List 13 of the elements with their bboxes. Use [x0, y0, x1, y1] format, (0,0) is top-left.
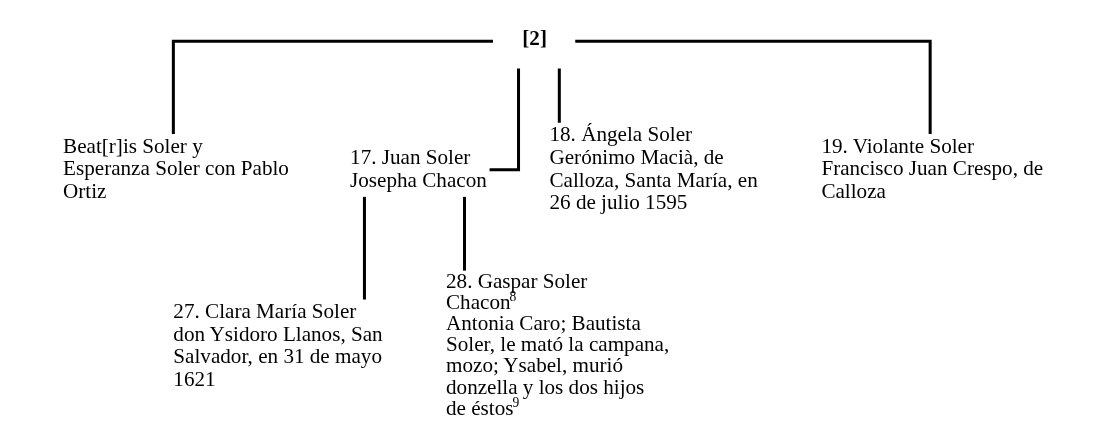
connector — [362, 196, 366, 300]
connector — [557, 68, 561, 123]
node-text: Beat[r]is Soler y Esperanza Soler con Pablo Ortiz — [63, 133, 289, 203]
connector — [463, 196, 467, 271]
node-text: 28. Gaspar Soler Chacon$^{8}$ Antonia Caro; Bautista Soler, le mató la campana, mozo; Ysabel, murió donzella y los dos hijos de éstos$^{9}$ — [446, 268, 670, 420]
node-text: 18. Ángela Soler Gerónimo Macià, de Calloza, Santa María, en 26 de julio 1595 — [549, 122, 758, 215]
connector — [489, 68, 521, 172]
connector — [575, 39, 932, 134]
node-text: 17. Juan Soler Josepha Chacon — [350, 144, 487, 192]
connector — [171, 39, 493, 134]
node-text: 19. Violante Soler Francisco Juan Crespo, de Calloza — [821, 133, 1044, 203]
node-text: [2] — [522, 26, 547, 51]
node-text: 27. Clara María Soler don Ysidoro Llanos, San Salvador, en 31 de mayo 1621 — [173, 299, 383, 391]
